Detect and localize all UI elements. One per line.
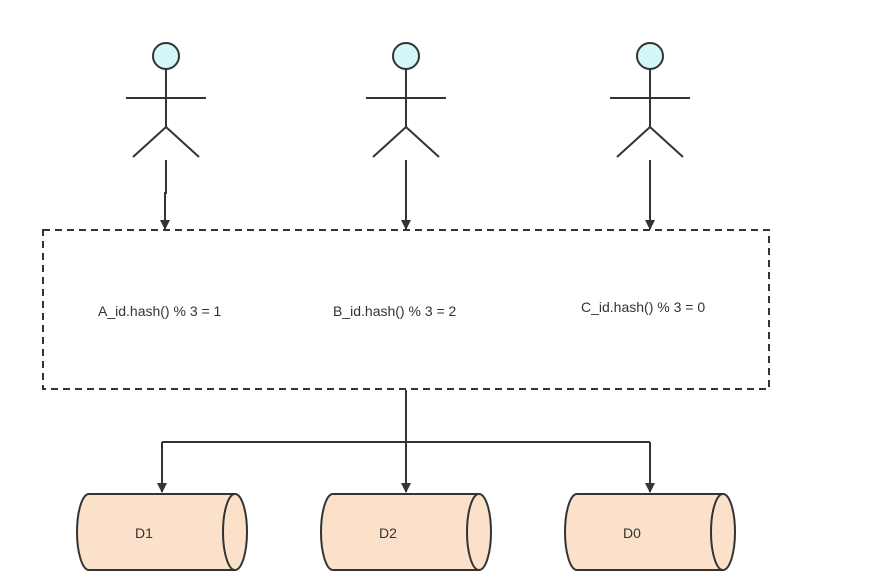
hash-expression-c: C_id.hash() % 3 = 0 [581,299,705,315]
database-d0-label: D0 [623,525,641,541]
actor-arrows [160,160,655,230]
actor-c [610,42,690,158]
database-d1-end [222,493,248,571]
database-d0 [564,493,736,571]
database-d1 [76,493,248,571]
actor-a-head [152,42,180,70]
database-d2 [320,493,492,571]
arrow-actor-a [160,160,170,230]
database-d2-end [466,493,492,571]
hash-expression-a: A_id.hash() % 3 = 1 [98,303,222,319]
database-d0-body [564,493,724,571]
database-d0-end [710,493,736,571]
database-arrows [157,390,655,493]
database-d1-body [76,493,236,571]
hash-router-box [42,229,770,390]
database-d2-body [320,493,480,571]
database-d1-label: D1 [135,525,153,541]
database-d2-label: D2 [379,525,397,541]
actor-a [126,42,206,158]
hash-expression-b: B_id.hash() % 3 = 2 [333,303,457,319]
actor-c-head [636,42,664,70]
actor-b [366,42,446,158]
actor-b-head [392,42,420,70]
